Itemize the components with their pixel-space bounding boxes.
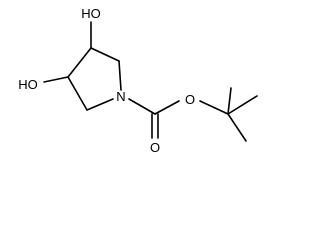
bond-tbutyl-methyl-up bbox=[227, 87, 232, 115]
molecule-structure-diagram: HO HO N O O bbox=[18, 6, 258, 155]
atom-label-ester-oxygen: O bbox=[185, 92, 195, 107]
bond-c5-c4 bbox=[67, 76, 88, 111]
bond-tbutyl-methyl-down bbox=[227, 113, 247, 142]
atom-label-oh-top: HO bbox=[81, 6, 101, 21]
bond-c2-n bbox=[118, 60, 122, 91]
bond-ester-o-tbutyl bbox=[199, 100, 229, 115]
bond-c4-oh bbox=[43, 76, 69, 83]
bond-tbutyl-methyl-right bbox=[227, 95, 258, 115]
atom-label-oh-left: HO bbox=[18, 77, 38, 92]
bond-n-c5 bbox=[86, 98, 114, 111]
bond-carbonyl-ester-o bbox=[154, 100, 180, 115]
atom-label-carbonyl-oxygen: O bbox=[150, 140, 160, 155]
atom-label-nitrogen: N bbox=[116, 89, 125, 104]
bond-c3-c2 bbox=[90, 47, 120, 62]
bond-n-carbonyl-carbon bbox=[128, 98, 156, 115]
bond-c4-c3 bbox=[67, 47, 92, 78]
